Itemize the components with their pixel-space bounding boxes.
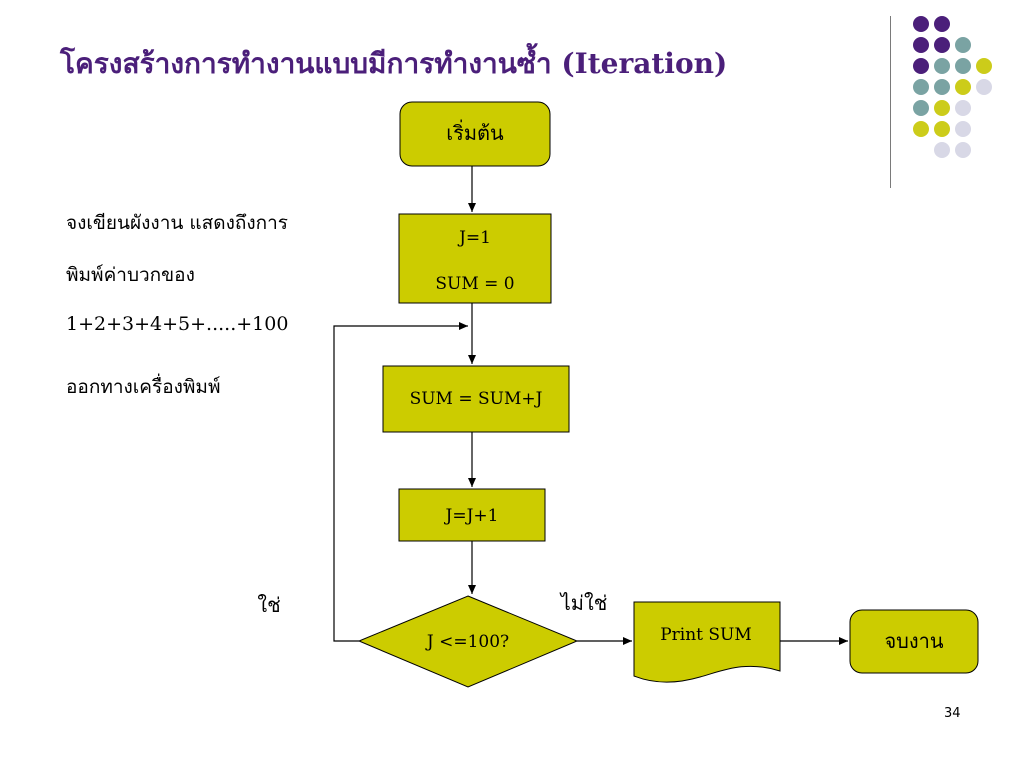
decor-dot [955,37,971,53]
decor-dot [955,142,971,158]
decor-dot [976,79,992,95]
start-node [399,101,551,167]
decor-dot [955,79,971,95]
yes-label: ใช่ [257,593,280,617]
start-node-label: เริ่มต้น [446,119,504,145]
output-node [633,601,781,683]
slide-title: โครงสร้างการทำงานแบบมีการทำงานซ้ำ (Itera… [60,47,728,80]
decor-dot [934,16,950,32]
decor-dot [934,79,950,95]
decor-dot [913,16,929,32]
description-line-2: พิมพ์ค่าบวกของ [66,264,195,286]
decor-dot [913,37,929,53]
output-label: Print SUM [660,625,752,645]
decor-dot [913,100,929,116]
decor-dot [934,121,950,137]
description-line-3: 1+2+3+4+5+.....+100 [66,313,289,335]
increment-label: J=J+1 [444,506,499,526]
description-line-1: จงเขียนผังงาน แสดงถึงการ [66,212,289,234]
accumulate-node [382,365,570,433]
decor-dot [955,121,971,137]
decor-dot [913,58,929,74]
decor-dot [913,79,929,95]
increment-node [398,488,546,542]
end-node-label: จบงาน [884,629,943,653]
description-line-4: ออกทางเครื่องพิมพ์ [66,376,221,398]
decor-dot [976,58,992,74]
init-node [398,213,552,304]
condition-label: J <=100? [425,632,509,652]
decor-dot [955,100,971,116]
decor-dot [934,100,950,116]
decor-dot [913,121,929,137]
divider-line [890,16,891,188]
condition-node [357,595,579,688]
decor-dot [934,142,950,158]
decor-dot [934,37,950,53]
init-j-label: J=1 [457,228,491,248]
accumulate-label: SUM = SUM+J [410,389,543,409]
arrow-loop-back [333,322,468,642]
decor-dot [934,58,950,74]
no-label: ไม่ใช่ [559,591,608,615]
page-number: 34 [944,706,961,721]
decor-dot [955,58,971,74]
init-sum-label: SUM = 0 [435,274,514,294]
end-node [849,609,979,674]
